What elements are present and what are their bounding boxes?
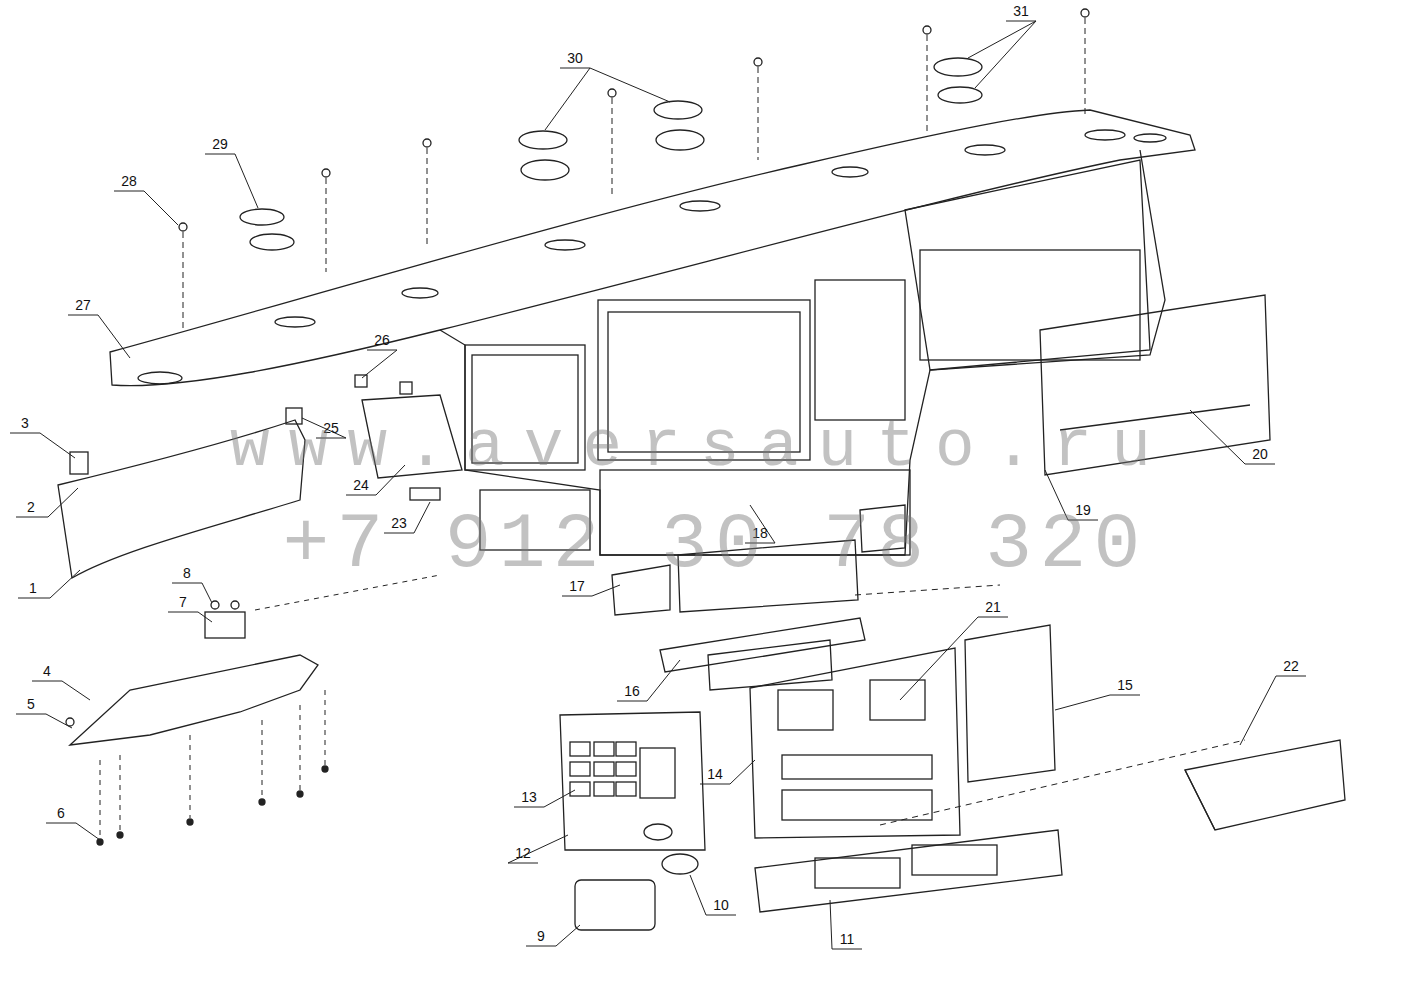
- callout-number: 6: [57, 805, 65, 821]
- watermark: www.aversauto.ru: [230, 415, 1170, 481]
- callout-number: 8: [183, 565, 191, 581]
- callout-number: 30: [567, 50, 583, 66]
- callout-number: 3: [21, 415, 29, 431]
- callout-number: 31: [1013, 3, 1029, 19]
- callout-number: 13: [521, 789, 537, 805]
- callout-number: 1: [29, 580, 37, 596]
- callout-number: 26: [374, 332, 390, 348]
- callout-number: 10: [713, 897, 729, 913]
- watermark: +7 912 30 78 320: [283, 506, 1148, 584]
- callout-number: 4: [43, 663, 51, 679]
- callout-number: 22: [1283, 658, 1299, 674]
- callout-number: 14: [707, 766, 723, 782]
- callout-number: 7: [179, 594, 187, 610]
- callout-number: 16: [624, 683, 640, 699]
- callout-number: 2: [27, 499, 35, 515]
- callout-number: 27: [75, 297, 91, 313]
- callout-number: 29: [212, 136, 228, 152]
- callout-number: 12: [515, 845, 531, 861]
- callout-number: 28: [121, 173, 137, 189]
- callout-number: 9: [537, 928, 545, 944]
- callout-number: 15: [1117, 677, 1133, 693]
- callout-number: 5: [27, 696, 35, 712]
- callout-number: 20: [1252, 446, 1268, 462]
- callout-number: 21: [985, 599, 1001, 615]
- callout-number: 11: [840, 931, 855, 947]
